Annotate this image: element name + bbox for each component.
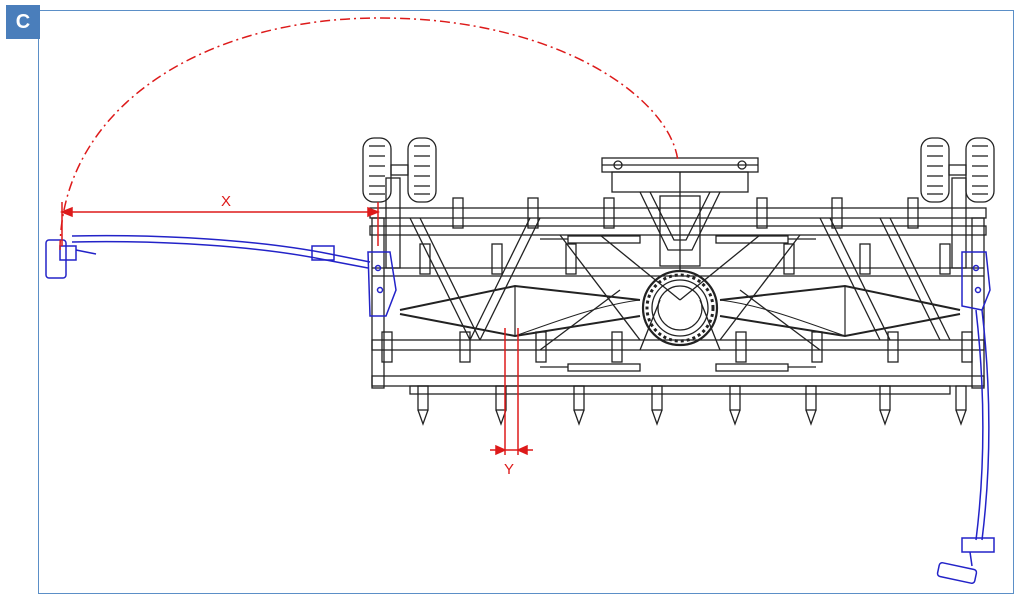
tine-row-lower xyxy=(381,331,973,426)
main-frame xyxy=(369,207,987,395)
panel-letter: C xyxy=(15,10,31,33)
hitch-headstock xyxy=(601,157,759,270)
center-linkage xyxy=(399,284,961,338)
x-dimension-label: X xyxy=(221,193,231,210)
cultivator-machine xyxy=(362,137,995,426)
dimension-annotations xyxy=(59,17,679,456)
y-dimension-label: Y xyxy=(504,461,514,478)
left-transport-wheels xyxy=(362,137,437,203)
frame-bracing xyxy=(409,217,951,351)
folding-arms xyxy=(45,234,995,584)
side-frames xyxy=(371,177,985,389)
x-arrow-left xyxy=(59,206,73,218)
right-arm-folded xyxy=(936,251,995,584)
right-transport-wheels xyxy=(920,137,995,203)
swing-arc xyxy=(59,17,679,251)
figure-frame xyxy=(38,10,1014,594)
tine-row-upper xyxy=(419,197,951,275)
panel-badge: C xyxy=(6,5,40,39)
left-arm-extended xyxy=(45,234,397,317)
central-turntable xyxy=(641,269,719,347)
x-arrow-right xyxy=(367,206,381,218)
